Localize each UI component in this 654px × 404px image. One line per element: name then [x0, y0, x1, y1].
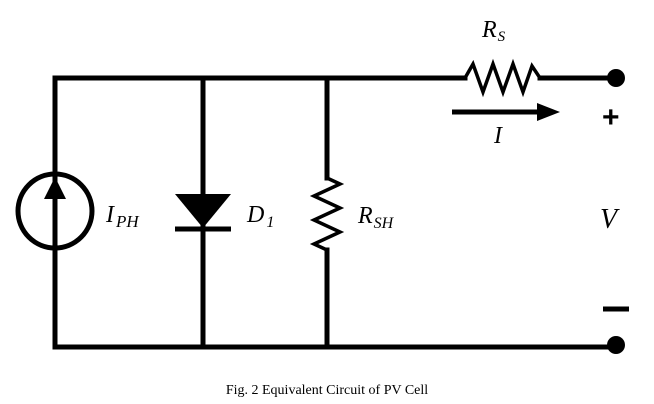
- diode-triangle-icon: [175, 194, 231, 228]
- current-source-arrow-icon: [44, 177, 66, 199]
- voltage-label: V: [600, 204, 620, 235]
- series-resistor-zigzag-icon: [463, 58, 542, 98]
- shunt-resistor-zigzag-icon: [309, 176, 345, 252]
- current-label: I: [493, 123, 503, 149]
- negative-terminal: [607, 336, 625, 354]
- rs-label: RS: [481, 17, 506, 45]
- figure-caption: Fig. 2 Equivalent Circuit of PV Cell: [226, 383, 428, 398]
- current-arrow-head-icon: [537, 103, 560, 121]
- rsh-label: RSH: [357, 203, 395, 232]
- positive-terminal: [607, 69, 625, 87]
- positive-sign: +: [602, 101, 620, 134]
